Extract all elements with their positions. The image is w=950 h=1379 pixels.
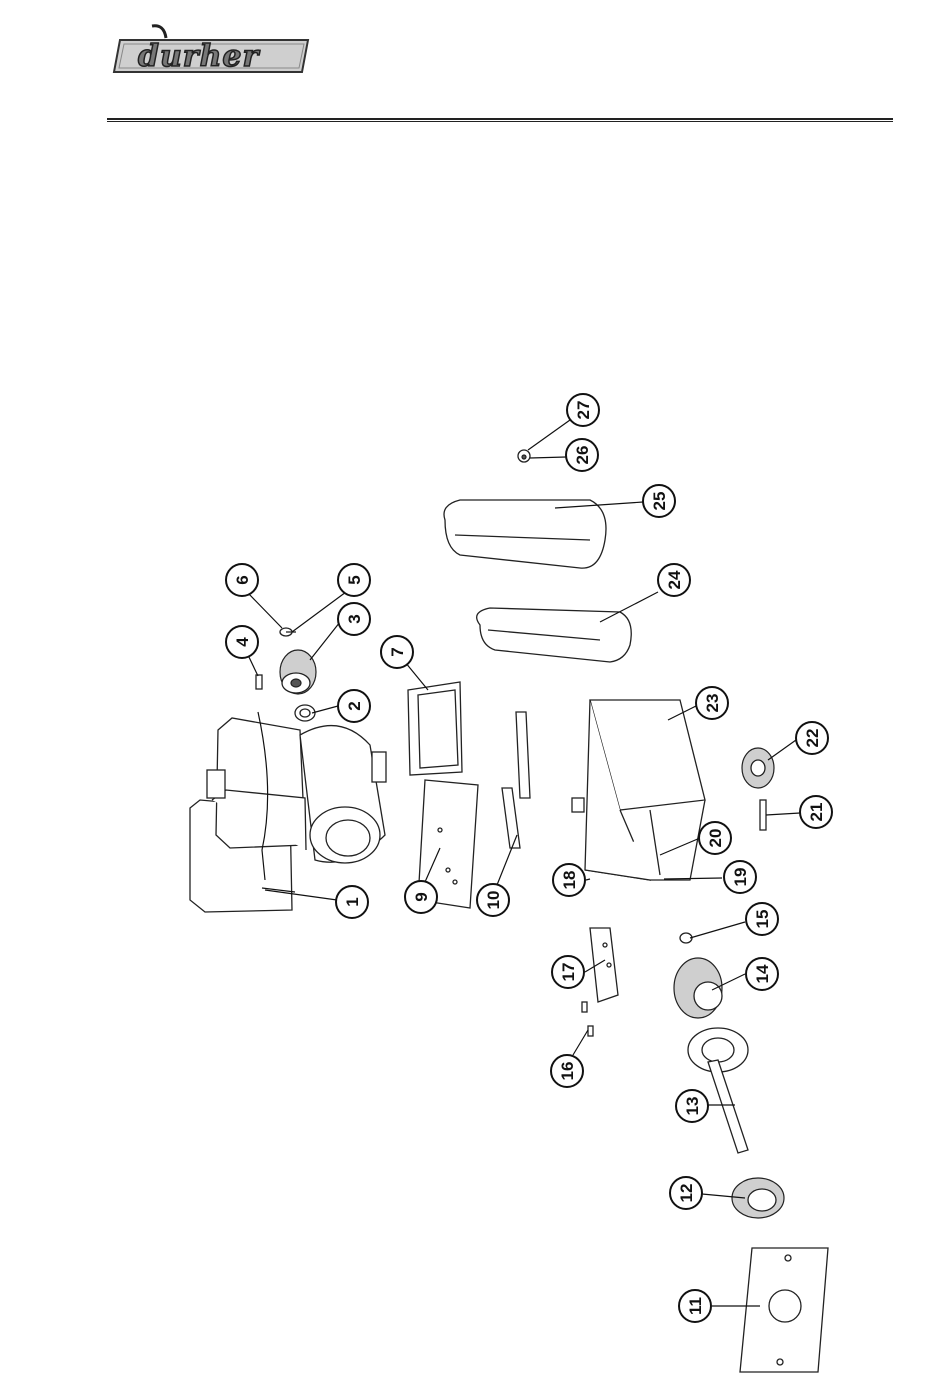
callout-24: 24 — [658, 564, 690, 596]
svg-text:13: 13 — [683, 1097, 702, 1116]
svg-text:11: 11 — [686, 1297, 705, 1315]
callout-18: 18 — [553, 864, 585, 896]
callout-25: 25 — [643, 485, 675, 517]
callout-9: 9 — [405, 881, 437, 913]
callout-19: 19 — [724, 861, 756, 893]
callout-22: 22 — [796, 722, 828, 754]
svg-text:5: 5 — [345, 575, 364, 584]
callout-4: 4 — [226, 626, 258, 658]
callout-11: 11 — [679, 1290, 711, 1322]
callout-21: 21 — [800, 796, 832, 828]
callout-16: 16 — [551, 1055, 583, 1087]
svg-text:22: 22 — [803, 729, 822, 748]
svg-text:25: 25 — [650, 492, 669, 511]
callout-5: 5 — [338, 564, 370, 596]
callout-26: 26 — [566, 439, 598, 471]
motor-assembly — [190, 712, 386, 912]
svg-text:19: 19 — [731, 868, 750, 887]
svg-text:1: 1 — [343, 897, 362, 906]
callout-3: 3 — [338, 603, 370, 635]
svg-text:17: 17 — [559, 963, 578, 982]
callout-6: 6 — [226, 564, 258, 596]
svg-text:6: 6 — [233, 575, 252, 584]
svg-text:7: 7 — [388, 647, 407, 656]
svg-text:27: 27 — [574, 401, 593, 420]
svg-text:23: 23 — [703, 694, 722, 713]
callout-12: 12 — [670, 1177, 702, 1209]
svg-text:18: 18 — [560, 871, 579, 890]
callout-23: 23 — [696, 687, 728, 719]
callout-20: 20 — [699, 822, 731, 854]
svg-text:2: 2 — [345, 701, 364, 710]
svg-text:14: 14 — [753, 964, 772, 983]
svg-text:3: 3 — [345, 614, 364, 623]
svg-text:4: 4 — [233, 637, 252, 647]
svg-text:9: 9 — [412, 892, 431, 901]
svg-text:24: 24 — [665, 570, 684, 589]
callout-7: 7 — [381, 636, 413, 668]
callout-17: 17 — [552, 956, 584, 988]
svg-text:16: 16 — [558, 1062, 577, 1081]
callout-13: 13 — [676, 1090, 708, 1122]
svg-text:26: 26 — [573, 446, 592, 465]
callout-15: 15 — [746, 903, 778, 935]
callout-2: 2 — [338, 690, 370, 722]
svg-text:12: 12 — [677, 1184, 696, 1203]
svg-text:21: 21 — [807, 803, 826, 822]
svg-text:10: 10 — [484, 891, 503, 910]
callout-14: 14 — [746, 958, 778, 990]
callout-10: 10 — [477, 884, 509, 916]
svg-text:15: 15 — [753, 910, 772, 929]
svg-text:20: 20 — [706, 829, 725, 848]
callout-1: 1 — [336, 886, 368, 918]
callout-27: 27 — [567, 394, 599, 426]
